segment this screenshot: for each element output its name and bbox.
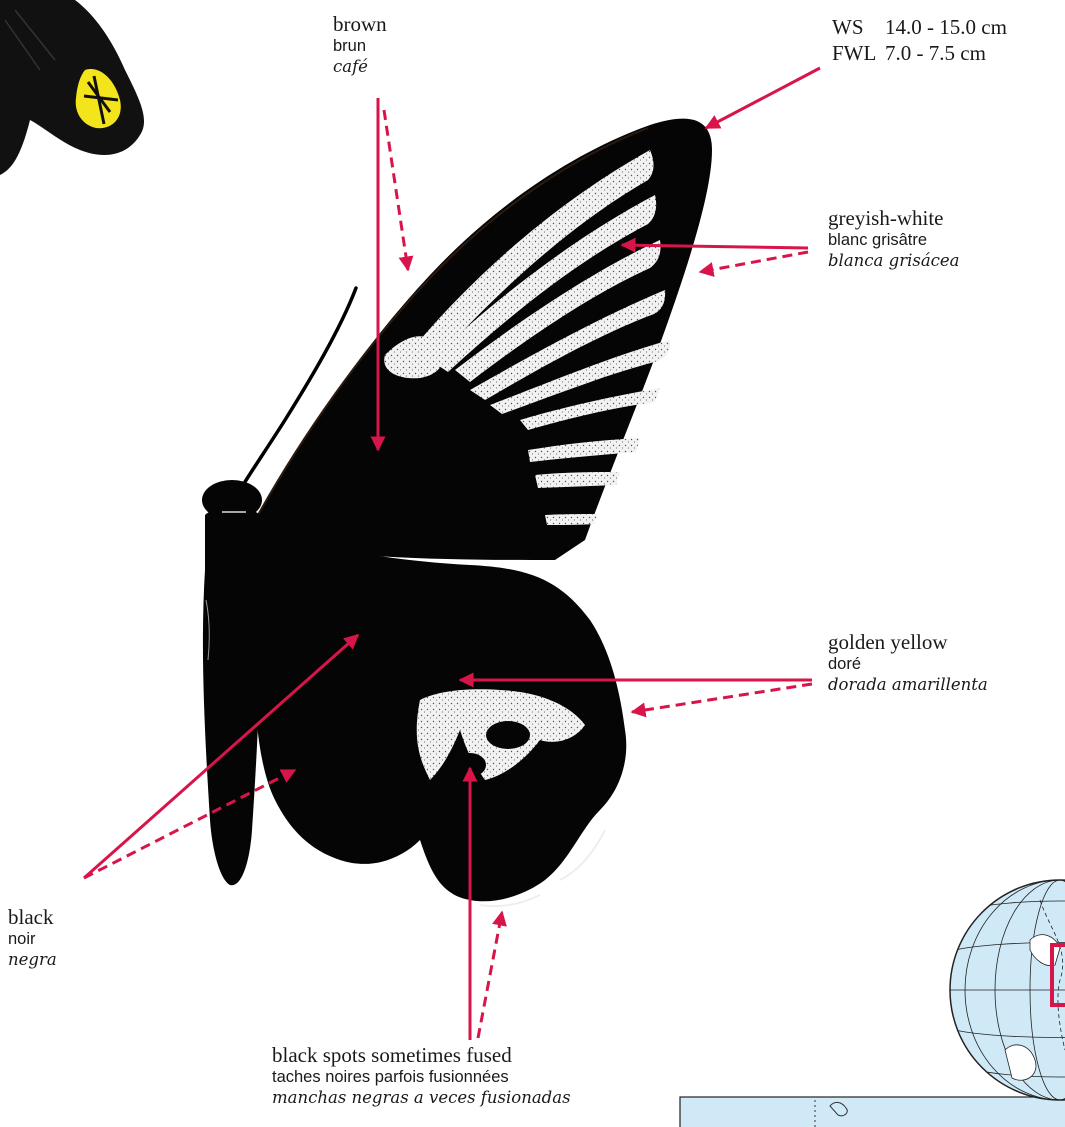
body — [202, 480, 262, 885]
forewing — [255, 119, 712, 560]
label-black-spots: black spots sometimes fused taches noire… — [272, 1043, 571, 1108]
label-greyish-white-fr: blanc grisâtre — [828, 231, 960, 251]
forewing-length-value: 7.0 - 7.5 cm — [885, 41, 986, 65]
label-golden-yellow: golden yellow doré dorada amarillenta — [828, 630, 988, 695]
label-golden-yellow-fr: doré — [828, 655, 988, 675]
label-brown: brown brun café — [333, 12, 387, 77]
wingspan-value: 14.0 - 15.0 cm — [885, 15, 1007, 39]
wingspan-label: WS — [832, 14, 885, 40]
golden-yellow-pointer-dashed — [632, 684, 812, 712]
wingspan-pointer — [706, 68, 820, 128]
forewing-length-label: FWL — [832, 40, 885, 66]
inset-butterfly-thumbnail — [0, 0, 144, 175]
label-greyish-white-en: greyish-white — [828, 206, 960, 231]
locator-globe — [950, 868, 1065, 1100]
hindwing — [255, 520, 626, 906]
label-golden-yellow-es: dorada amarillenta — [828, 675, 988, 695]
greyish-white-pointer-dashed — [700, 252, 808, 272]
label-greyish-white-es: blanca grisácea — [828, 251, 960, 271]
label-black: black noir negra — [8, 905, 57, 970]
label-black-spots-en: black spots sometimes fused — [272, 1043, 571, 1068]
label-greyish-white: greyish-white blanc grisâtre blanca gris… — [828, 206, 960, 271]
label-black-spots-es: manchas negras a veces fusionadas — [272, 1088, 571, 1108]
label-black-en: black — [8, 905, 57, 930]
black-spots-pointer-dashed — [478, 912, 502, 1038]
label-black-es: negra — [8, 950, 57, 970]
label-black-spots-fr: taches noires parfois fusionnées — [272, 1068, 571, 1088]
label-brown-fr: brun — [333, 37, 387, 57]
label-golden-yellow-en: golden yellow — [828, 630, 988, 655]
label-brown-es: café — [333, 57, 387, 77]
brown-pointer-dashed — [384, 110, 408, 270]
label-brown-en: brown — [333, 12, 387, 37]
distribution-map — [680, 1097, 1065, 1127]
label-black-fr: noir — [8, 930, 57, 950]
